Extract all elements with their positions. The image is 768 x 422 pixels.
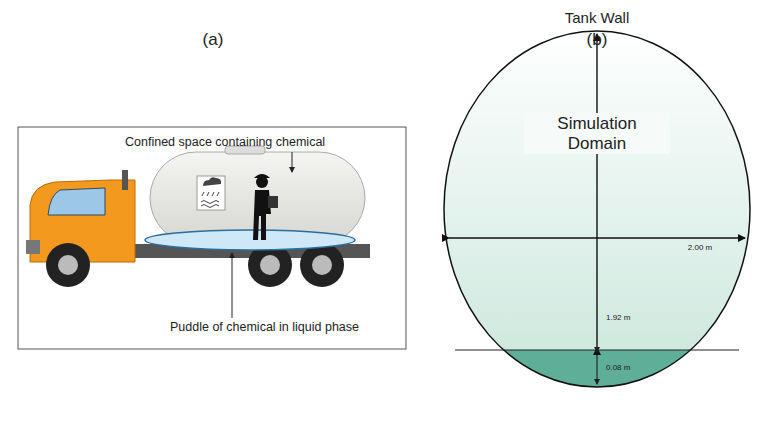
panel-frame: Confined space containing chemicalPuddle… [18,127,406,349]
dimension-label: 2.00 m [688,243,712,252]
panel-letter: (a) [203,30,224,50]
tank-cross-section: Tank WallSimulation Domain2.00 m1.92 m0.… [444,31,750,387]
dimension-label: 0.08 m [606,363,630,372]
callout-label: Confined space containing chemical [125,135,325,149]
domain-label: Simulation Domain [524,113,670,154]
panel-letter: (b) [587,30,608,50]
wall-label: Tank Wall [565,9,629,26]
dimension-label: 1.92 m [606,313,630,322]
callout-label: Puddle of chemical in liquid phase [170,320,359,334]
